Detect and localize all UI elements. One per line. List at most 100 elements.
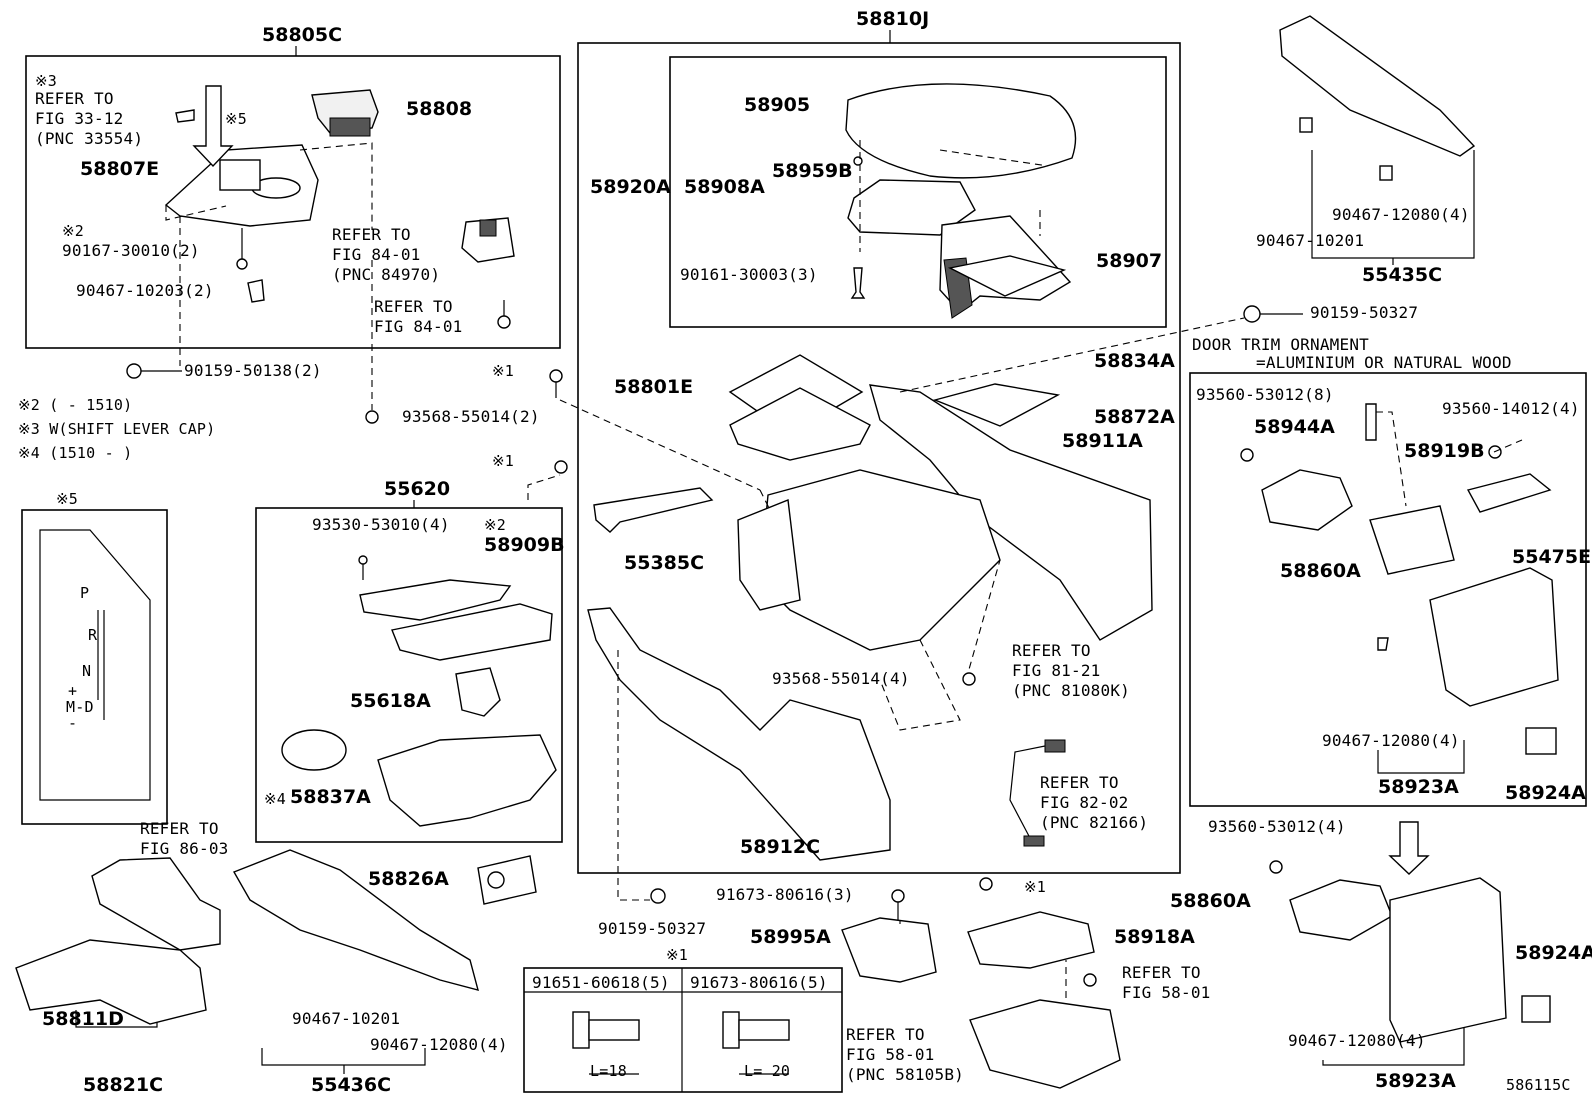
switch-84970 <box>461 217 515 263</box>
side-panel-58912C <box>587 607 891 861</box>
part-label-55385C[interactable]: 55385C <box>624 552 705 574</box>
part-label-58911A[interactable]: 58911A <box>1062 430 1143 452</box>
ref-label: (PNC 82166) <box>1040 813 1149 832</box>
frame-58810J-inner <box>669 56 1167 328</box>
part-label-58908A[interactable]: 58908A <box>684 176 765 198</box>
part-label-58923A-b[interactable]: 58923A <box>1375 1070 1456 1092</box>
part-label-58826A[interactable]: 58826A <box>368 868 449 890</box>
part-label-58918A[interactable]: 58918A <box>1114 926 1195 948</box>
part-label-55475E[interactable]: 55475E <box>1512 546 1592 568</box>
part-label-91673-80616-3[interactable]: 91673-80616(3) <box>716 885 854 904</box>
part-label-58924A-b[interactable]: 58924A <box>1515 942 1592 964</box>
ref-label: (PNC 81080K) <box>1012 681 1130 700</box>
diagram-code: 586115C <box>1506 1076 1571 1094</box>
part-label-55618A[interactable]: 55618A <box>350 690 431 712</box>
note-mark-1: ※1 <box>492 452 514 470</box>
part-label-58837A[interactable]: 58837A <box>290 786 371 808</box>
fastener-col2-part[interactable]: 91673-80616(5) <box>690 973 828 992</box>
group-label-55435C[interactable]: 55435C <box>1362 264 1443 286</box>
fastener-table <box>523 967 843 1093</box>
gate-r: R <box>88 626 98 644</box>
part-label-58959B[interactable]: 58959B <box>772 160 853 182</box>
ref-label[interactable]: FIG 82-02 <box>1040 793 1129 812</box>
ref-label: (PNC 84970) <box>332 265 441 284</box>
part-label-58811D[interactable]: 58811D <box>42 1008 124 1030</box>
shift-bezel-86-03 <box>91 857 221 951</box>
part-label-58808[interactable]: 58808 <box>406 98 473 120</box>
arrow-marker <box>192 85 234 168</box>
part-label-58995A[interactable]: 58995A <box>750 926 831 948</box>
part-label-90167-30010[interactable]: 90167-30010(2) <box>62 241 200 260</box>
part-label-93560-53012-4[interactable]: 93560-53012(4) <box>1208 817 1346 836</box>
group-label-55620[interactable]: 55620 <box>384 478 451 500</box>
gate-minus: - <box>68 714 78 732</box>
part-label-90467-10201-b[interactable]: 90467-10201 <box>1256 231 1365 250</box>
part-label-90159-50327[interactable]: 90159-50327 <box>1310 303 1419 322</box>
part-label-58872A[interactable]: 58872A <box>1094 406 1175 428</box>
ref-label: REFER TO <box>1012 641 1091 660</box>
frame-shift-gate <box>21 509 168 825</box>
part-label-58944A[interactable]: 58944A <box>1254 416 1335 438</box>
note-mark-1: ※1 <box>1024 878 1046 896</box>
gate-md: M-D <box>66 698 94 716</box>
ref-label[interactable]: FIG 84-01 <box>332 245 421 264</box>
part-label-90161-30003[interactable]: 90161-30003(3) <box>680 265 818 284</box>
part-label-93560-14012[interactable]: 93560-14012(4) <box>1442 399 1580 418</box>
ref-label[interactable]: FIG 58-01 <box>1122 983 1211 1002</box>
part-label-58801E[interactable]: 58801E <box>614 376 694 398</box>
part-label-58907[interactable]: 58907 <box>1096 250 1163 272</box>
mat-58872A <box>932 383 1061 427</box>
part-label-58909B[interactable]: 58909B <box>484 534 565 556</box>
part-label-58920A[interactable]: 58920A <box>590 176 671 198</box>
part-label-58924A[interactable]: 58924A <box>1505 782 1586 804</box>
note-3: ※3 W(SHIFT LEVER CAP) <box>18 420 216 438</box>
part-label-93560-53012-8[interactable]: 93560-53012(8) <box>1196 385 1334 404</box>
ref-label[interactable]: FIG 84-01 <box>374 317 463 336</box>
part-label-58860A[interactable]: 58860A <box>1280 560 1361 582</box>
part-label-58834A[interactable]: 58834A <box>1094 350 1175 372</box>
ref-label[interactable]: FIG 81-21 <box>1012 661 1101 680</box>
vent-58860A <box>1261 469 1353 531</box>
part-label-90159-50327-b[interactable]: 90159-50327 <box>598 919 707 938</box>
socket-58924A-b <box>1521 995 1551 1023</box>
group-label-58810J[interactable]: 58810J <box>856 8 930 30</box>
gate-p: P <box>80 584 90 602</box>
part-label-58860A-b[interactable]: 58860A <box>1170 890 1251 912</box>
trim-55475E <box>1466 473 1552 513</box>
ref-label[interactable]: FIG 33-12 <box>35 109 124 128</box>
part-label-93530-53010[interactable]: 93530-53010(4) <box>312 515 450 534</box>
ref-label: REFER TO <box>1040 773 1119 792</box>
fastener-col2-length: L= 20 <box>744 1062 791 1080</box>
group-label-55436C[interactable]: 55436C <box>311 1074 392 1096</box>
part-label-58912C[interactable]: 58912C <box>740 836 821 858</box>
part-label-58905[interactable]: 58905 <box>744 94 811 116</box>
ref-label[interactable]: FIG 86-03 <box>140 839 229 858</box>
bracket-58995A <box>841 917 937 983</box>
part-label-58807E[interactable]: 58807E <box>80 158 160 180</box>
part-label-90467-10203[interactable]: 90467-10203(2) <box>76 281 214 300</box>
part-label-90467-10201[interactable]: 90467-10201 <box>292 1009 401 1028</box>
console-box <box>759 469 1001 651</box>
mat-58837A <box>281 729 347 771</box>
part-label-90159-50138[interactable]: 90159-50138(2) <box>184 361 322 380</box>
ref-label: REFER TO <box>35 89 114 108</box>
fastener-col1-part[interactable]: 91651-60618(5) <box>532 973 670 992</box>
part-label-90467-12080[interactable]: 90467-12080(4) <box>370 1035 508 1054</box>
group-label-58821C[interactable]: 58821C <box>83 1074 164 1096</box>
part-label-58923A[interactable]: 58923A <box>1378 776 1459 798</box>
part-label-90467-12080-d[interactable]: 90467-12080(4) <box>1322 731 1460 750</box>
note-2: ※2 ( - 1510) <box>18 396 133 414</box>
part-label-93568-55014-2[interactable]: 93568-55014(2) <box>402 407 540 426</box>
part-label-58919B[interactable]: 58919B <box>1404 440 1485 462</box>
note-mark-2: ※2 <box>484 516 506 534</box>
part-label-90467-12080-e[interactable]: 90467-12080(4) <box>1288 1031 1426 1050</box>
mat-58834A <box>947 255 1067 297</box>
ref-label: REFER TO <box>332 225 411 244</box>
bezel-58909B <box>359 579 512 621</box>
fastener-col1-length: L=18 <box>590 1062 627 1080</box>
part-label-90467-12080-c[interactable]: 90467-12080(4) <box>1332 205 1470 224</box>
part-label-93568-55014-4[interactable]: 93568-55014(4) <box>772 669 910 688</box>
group-label-58805C[interactable]: 58805C <box>262 24 343 46</box>
ref-label[interactable]: FIG 58-01 <box>846 1045 935 1064</box>
